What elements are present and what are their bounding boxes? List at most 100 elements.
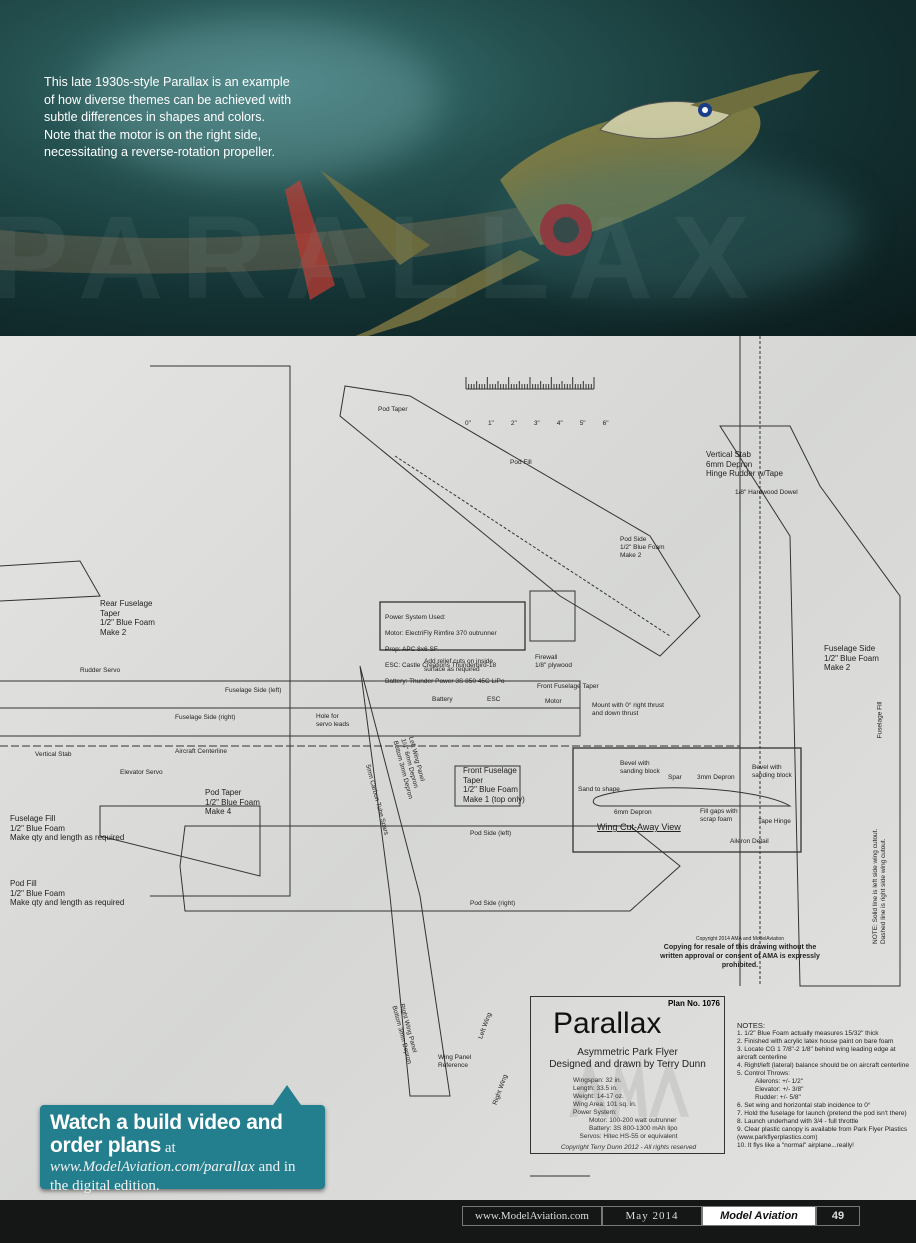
callout-headline: Watch a build video and order plans	[50, 1111, 283, 1157]
plan-label: Front Fuselage Taper	[537, 683, 599, 690]
footer-url[interactable]: www.ModelAviation.com	[462, 1206, 602, 1226]
build-video-callout[interactable]: Watch a build video and order plans at w…	[40, 1085, 325, 1194]
copyright-notice: Copyright 2014 AMA and ModelAviation Cop…	[655, 936, 825, 970]
plan-label: Rudder Servo	[80, 667, 121, 674]
photo-caption: This late 1930s-style Parallax is an exa…	[44, 75, 292, 159]
spec-line: Battery: 3S 800-1300 mAh lipo	[589, 1125, 678, 1132]
note-item: Rudder: +/- 5/8"	[755, 1094, 801, 1101]
page-footer: www.ModelAviation.com May 2014 Model Avi…	[462, 1206, 860, 1226]
title-block: Plan No. 1076 Parallax Asymmetric Park F…	[530, 996, 725, 1154]
note-item: 2. Finished with acrylic latex house pai…	[737, 1038, 894, 1045]
plan-label: Vertical Stab 6mm Depron Hinge Rudder w/…	[706, 450, 783, 478]
plan-label: Wing Panel Reference	[438, 1054, 472, 1069]
plan-label: NOTE: Solid line is left side wing cutou…	[872, 828, 887, 944]
note-item: 10. It flys like a "normal" airplane...r…	[737, 1142, 854, 1149]
cutaway-label: Spar	[668, 774, 682, 781]
cutaway-title: Wing Cut-Away View	[597, 822, 681, 832]
plan-title: Parallax	[553, 1007, 662, 1040]
note-item: 1. 1/2" Blue Foam actually measures 15/3…	[737, 1030, 879, 1037]
plan-label: Fuselage Side (right)	[175, 714, 236, 721]
note-item: Elevator: +/- 3/8"	[755, 1086, 804, 1093]
plan-label: Fuselage Side 1/2" Blue Foam Make 2	[824, 644, 879, 672]
plan-label: Motor	[545, 698, 562, 705]
plan-label: Rear Fuselage Taper 1/2" Blue Foam Make …	[100, 599, 155, 637]
note-item: 7. Hold the fuselage for launch (pretend…	[737, 1110, 907, 1117]
note-item: 6. Set wing and horizontal stab incidenc…	[737, 1102, 871, 1109]
notes-heading: NOTES:	[737, 1021, 765, 1030]
plan-label: Vertical Stab	[35, 751, 72, 758]
plan-label: Battery	[432, 696, 453, 703]
plan-label: Pod Taper	[378, 406, 408, 413]
plan-label: Pod Fill	[510, 459, 532, 466]
spec-line: Wingspan: 32 in.	[573, 1077, 622, 1084]
cutaway-label: 6mm Depron	[614, 809, 652, 816]
power-line: Battery: Thunder Power 3S 850 45C LiPo	[385, 678, 505, 685]
plan-label: Front Fuselage Taper 1/2" Blue Foam Make…	[463, 766, 525, 804]
cutaway-label: 3mm Depron	[697, 774, 735, 781]
plan-outlines	[0, 336, 901, 1177]
spec-line: Copyright Terry Dunn 2012 - All rights r…	[560, 1144, 697, 1151]
power-line: Power System Used:	[385, 614, 446, 621]
plan-label: Pod Taper 1/2" Blue Foam Make 4	[205, 788, 260, 816]
plan-label: Pod Side 1/2" Blue Foam Make 2	[620, 536, 665, 559]
power-line: ESC: Castle Creations Thunderbird-18	[385, 662, 497, 669]
background-word: PARALLAX	[0, 192, 768, 324]
spec-line: Servos: Hitec HS-55 or equivalent	[579, 1133, 678, 1140]
note-item: 8. Launch underhand with 3/4 - full thro…	[737, 1118, 859, 1125]
ruler-tick: 4"	[556, 420, 563, 427]
ruler-tick: 2"	[510, 420, 517, 427]
plan-label: Pod Side (left)	[470, 830, 512, 837]
plan-label: ESC	[487, 696, 501, 703]
cutaway-label: Fill gaps with scrap foam	[700, 808, 738, 823]
ruler-tick: 6"	[602, 420, 609, 427]
footer-date: May 2014	[602, 1206, 702, 1226]
plan-label: Hole for servo leads	[316, 713, 350, 728]
plan-label: Aircraft Centerline	[175, 748, 228, 755]
plan-label: 1/8" Hardwood Dowel	[735, 489, 798, 496]
airplane-illustration	[0, 70, 820, 336]
ruler-tick: 0"	[465, 420, 471, 427]
cutaway-label: Bevel with sanding block	[620, 760, 660, 775]
plan-label: Fuselage Fill	[876, 701, 884, 739]
cutaway-label: Tape Hinge	[758, 818, 791, 825]
hero-photo: PARALLAX This late 1930s-style Parallax …	[0, 0, 916, 336]
plan-drawing: 0" 1" 2" 3" 4" 5" 6" Pod Taper Pod Fill Pod Si…	[0, 336, 916, 1200]
plan-subtitle: Asymmetric Park Flyer	[577, 1047, 678, 1058]
copyright-text: Copying for resale of this drawing witho…	[660, 944, 820, 969]
plan-label: Pod Side (right)	[470, 900, 516, 907]
plan-label: Add relief cuts on inside surface as req…	[424, 658, 494, 673]
spec-line: Motor: 100-200 watt outrunner	[589, 1117, 677, 1124]
footer-magazine: Model Aviation	[702, 1206, 816, 1226]
cutaway-label: Aileron Detail	[730, 838, 769, 845]
copyright-line: Copyright 2014 AMA and ModelAviation	[695, 936, 785, 942]
ama-watermark	[569, 1057, 689, 1117]
note-item: 9. Clear plastic canopy is available fro…	[737, 1126, 908, 1141]
plan-designer: Designed and drawn by Terry Dunn	[549, 1059, 706, 1070]
plan-label: Elevator Servo	[120, 769, 163, 776]
cutaway-label: Sand to shape	[578, 786, 620, 793]
spec-line: Power System:	[573, 1109, 617, 1116]
power-system-box: Power System Used: Motor: ElectriFly Rim…	[385, 606, 504, 694]
note-item: 4. Right/left (lateral) balance should b…	[737, 1062, 909, 1069]
plan-number: Plan No. 1076	[667, 999, 720, 1008]
callout-rest: and in the digital edition.	[50, 1159, 296, 1194]
spec-line: Weight: 14-17 oz.	[573, 1093, 624, 1100]
note-item: 5. Control Throws:	[737, 1070, 790, 1077]
plan-label: Firewall 1/8" plywood	[535, 654, 572, 669]
callout-url-link[interactable]: www.ModelAviation.com/parallax	[50, 1159, 255, 1175]
plan-label: Fuselage Fill 1/2" Blue Foam Make qty an…	[10, 814, 125, 842]
page-number: 49	[816, 1206, 860, 1226]
power-line: Motor: ElectriFly Rimfire 370 outrunner	[385, 630, 497, 637]
spec-line: Wing Area: 101 sq. in.	[573, 1101, 637, 1108]
cutaway-label: Bevel with sanding block	[752, 764, 792, 779]
ruler-tick: 5"	[579, 420, 586, 427]
plan-specs: Wingspan: 32 in. Length: 33.5 in. Weight…	[541, 1077, 716, 1152]
plan-label: Mount with 0° right thrust and down thru…	[592, 702, 664, 717]
note-item: Ailerons: +/- 1/2"	[755, 1078, 804, 1085]
plan-notes: NOTES: 1. 1/2" Blue Foam actually measur…	[737, 1021, 912, 1150]
ruler-tick: 3"	[533, 420, 540, 427]
plan-label: Fuselage Side (left)	[225, 687, 282, 694]
spec-line: Length: 33.5 in.	[573, 1085, 618, 1092]
ruler-tick: 1"	[487, 420, 494, 427]
note-item: 3. Locate CG 1 7/8"-2 1/8" behind wing l…	[737, 1046, 896, 1061]
